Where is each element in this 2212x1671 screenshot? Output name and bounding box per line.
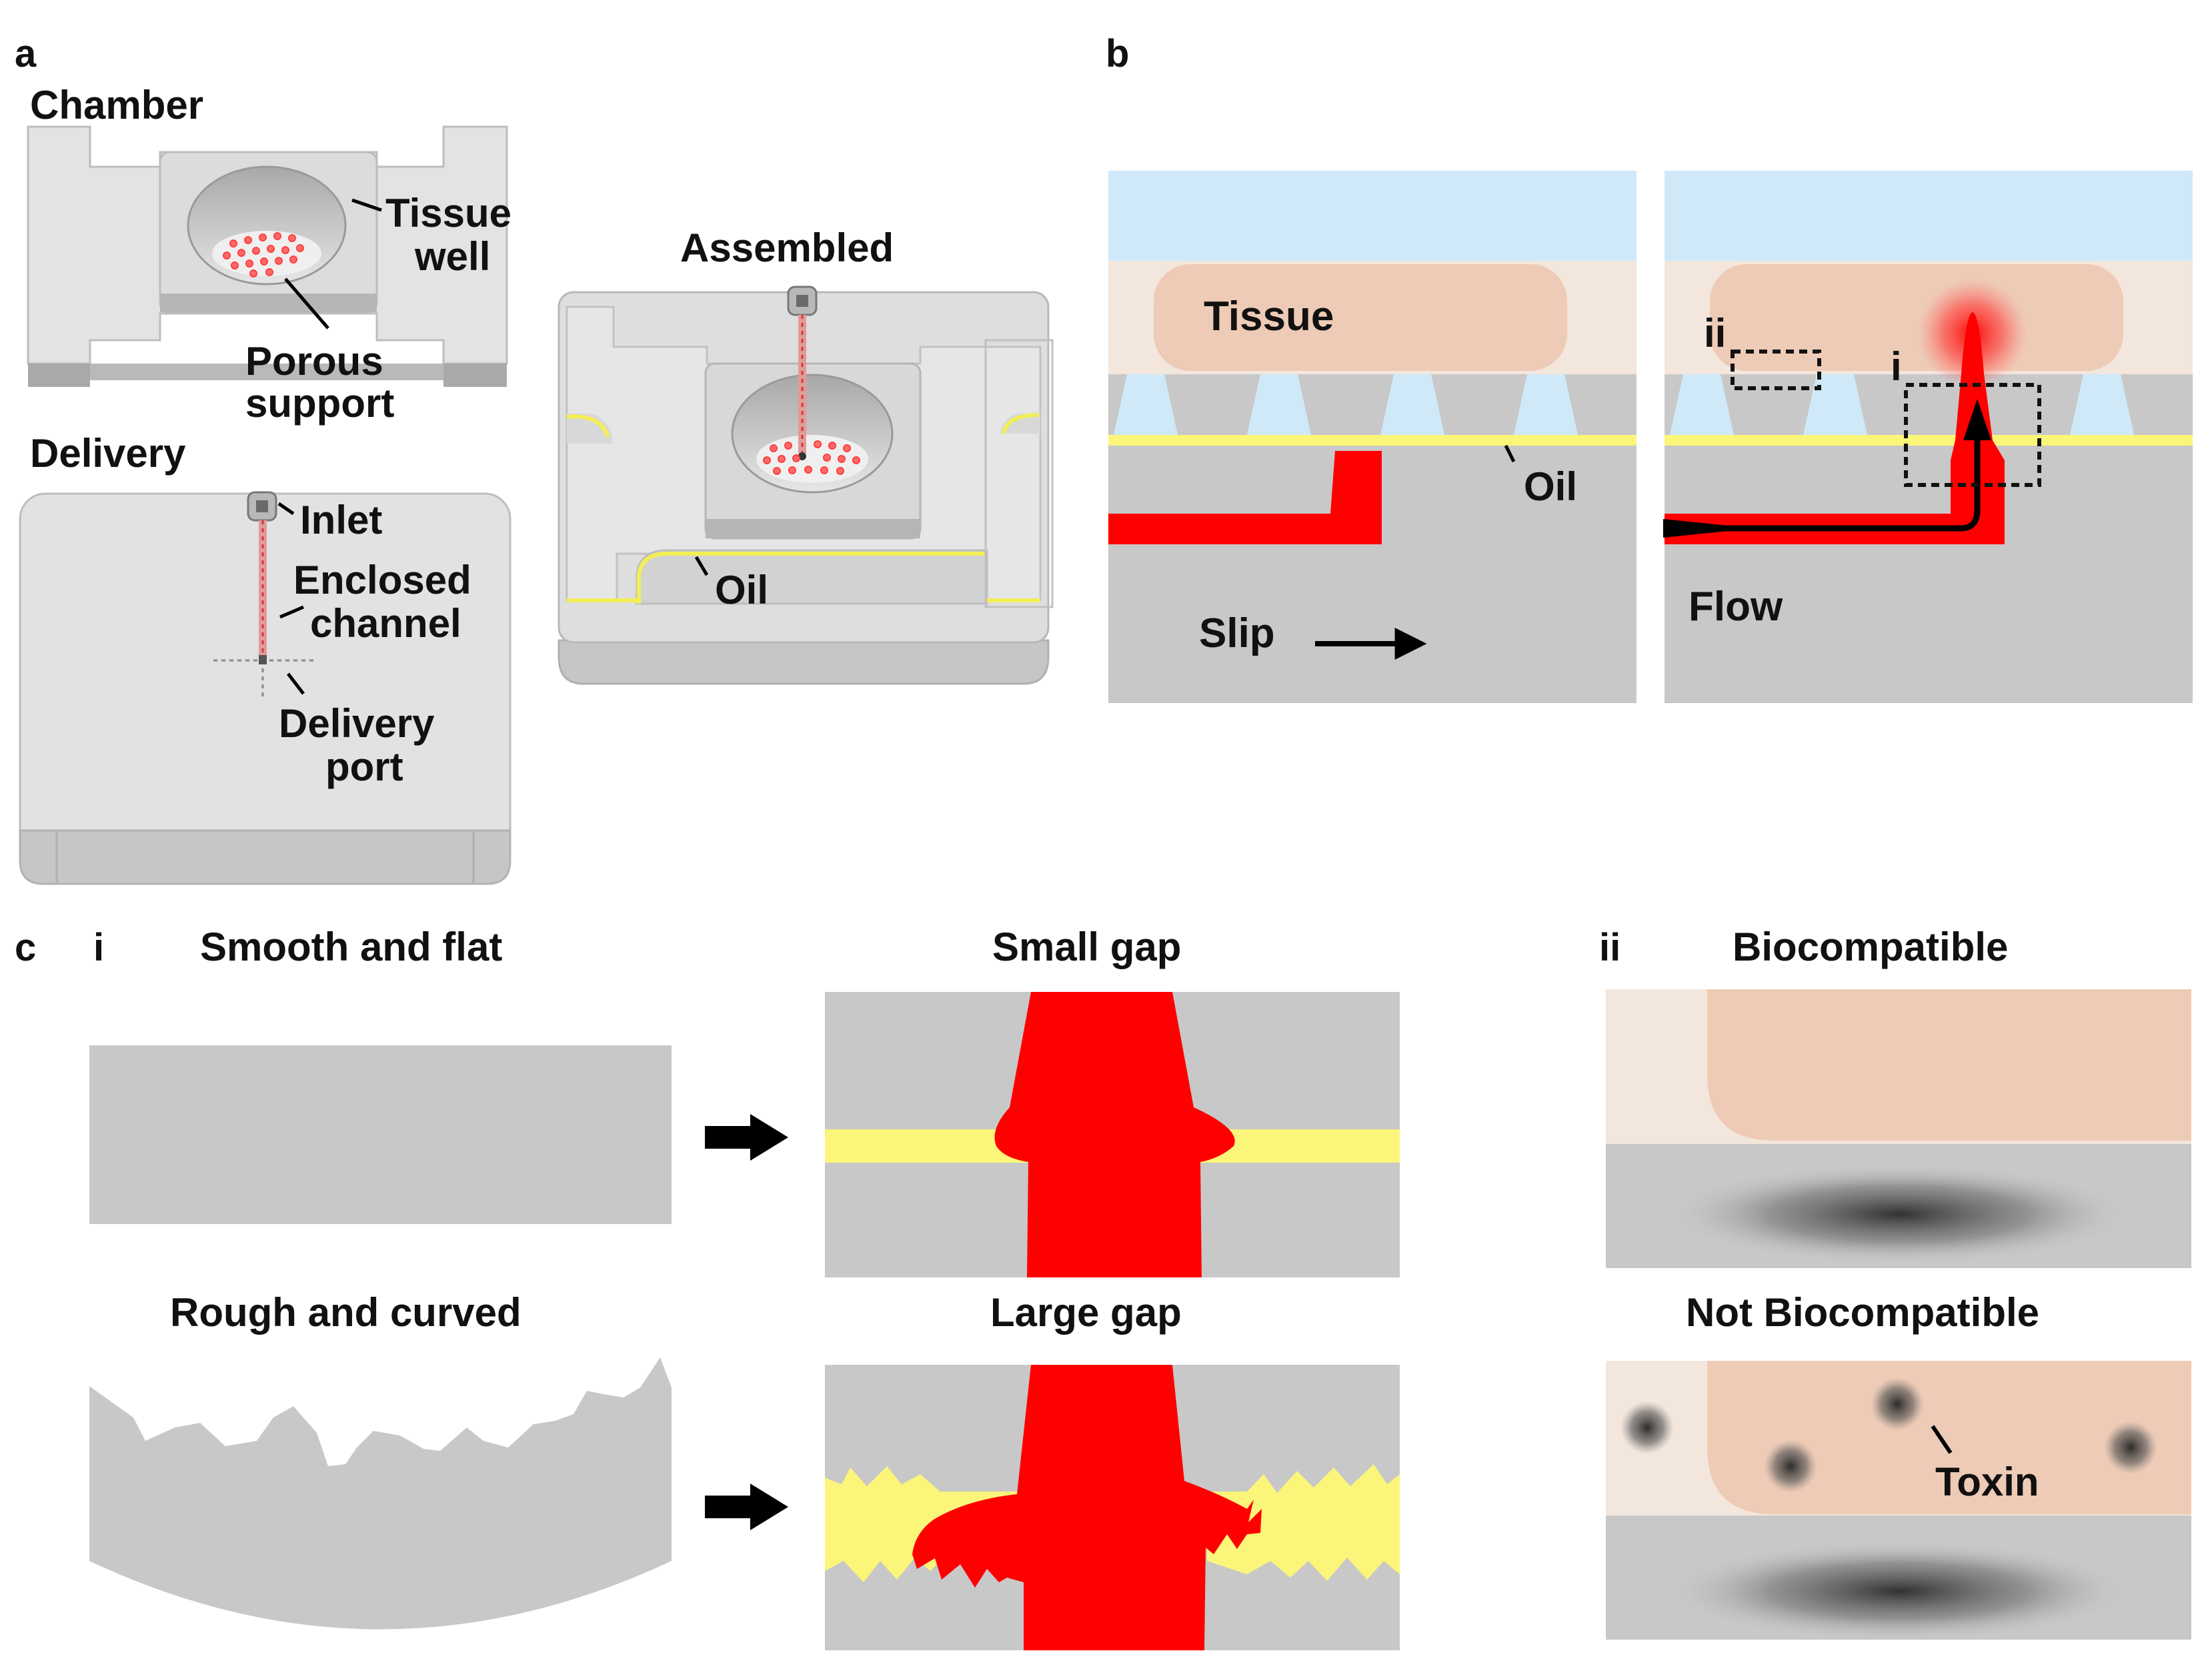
small-gap-label: Small gap — [992, 925, 1181, 969]
toxin-particle-2 — [1764, 1440, 1817, 1493]
enclosed-channel-leader — [279, 605, 304, 619]
inlet-leader — [277, 502, 295, 516]
toxin-label: Toxin — [1935, 1460, 2039, 1504]
small-gap-diagram — [825, 992, 1400, 1277]
toxin-particle-3 — [1871, 1377, 1924, 1431]
marker-ii: ii — [1704, 311, 1726, 356]
porous-support-label-line2: support — [245, 381, 394, 426]
smooth-flat-label: Smooth and flat — [200, 925, 502, 969]
zoom-box-i — [1904, 383, 2041, 487]
assembled-oil-leader — [694, 556, 709, 576]
delivery-port-label-line1: Delivery — [279, 701, 435, 746]
b-oil-label: Oil — [1524, 464, 1577, 509]
b-flow-label: Flow — [1689, 584, 1783, 630]
panel-label-b: b — [1106, 32, 1129, 75]
assembled-porous-dots — [763, 440, 860, 475]
assembled-oil-label: Oil — [715, 568, 768, 612]
assembled-drawing — [558, 286, 1054, 685]
enclosed-channel-label-line2: channel — [310, 601, 461, 646]
large-gap-diagram — [825, 1365, 1400, 1650]
tissue-well-label-line2: well — [414, 234, 490, 279]
zoom-box-ii — [1731, 350, 1821, 390]
panel-label-c: c — [15, 926, 36, 969]
b-right-diagram — [1665, 171, 2193, 703]
rough-curved-surface — [89, 1357, 672, 1630]
b-left-diagram — [1108, 171, 1636, 703]
delivery-drawing — [19, 491, 511, 885]
panel-label-a: a — [15, 32, 37, 75]
biocompatible-label: Biocompatible — [1733, 925, 2008, 969]
chamber-title: Chamber — [30, 83, 203, 127]
enclosed-channel-label-line1: Enclosed — [293, 558, 471, 602]
biocompatible-diagram — [1606, 989, 2191, 1268]
rough-curved-label: Rough and curved — [170, 1290, 521, 1335]
porous-support-label-line1: Porous — [245, 339, 383, 384]
assembled-title: Assembled — [680, 225, 894, 270]
tissue-well-leader — [351, 198, 382, 212]
arrow-smooth — [705, 1114, 788, 1161]
tissue-well-label-line1: Tissue — [385, 191, 511, 235]
flow-arrowhead-up — [1963, 399, 1991, 440]
inlet-label: Inlet — [300, 498, 382, 542]
delivery-port-label-line2: port — [325, 744, 403, 789]
c-roman-i: i — [93, 926, 104, 969]
b-tissue-label: Tissue — [1204, 294, 1334, 340]
c-roman-ii: ii — [1599, 926, 1620, 969]
b-slip-label: Slip — [1199, 610, 1275, 656]
porous-support-leader — [284, 277, 329, 330]
b-oil-leader — [1504, 444, 1516, 463]
toxin-leader — [1931, 1425, 1953, 1454]
porous-support-dots — [223, 232, 304, 277]
smooth-flat-surface — [89, 1045, 672, 1224]
not-biocompatible-diagram — [1606, 1361, 2191, 1642]
toxin-particle-4 — [2104, 1421, 2157, 1474]
flow-path-arrow — [1665, 417, 1981, 532]
marker-i: i — [1891, 344, 1902, 389]
arrow-rough — [705, 1484, 788, 1530]
flow-arrowhead-left — [1663, 519, 1754, 538]
not-biocompatible-label: Not Biocompatible — [1686, 1290, 2039, 1335]
large-gap-label: Large gap — [990, 1290, 1182, 1335]
toxin-particle-1 — [1620, 1401, 1674, 1454]
chamber-drawing — [27, 125, 508, 387]
delivery-port-leader — [287, 672, 305, 695]
delivery-title: Delivery — [30, 431, 186, 476]
